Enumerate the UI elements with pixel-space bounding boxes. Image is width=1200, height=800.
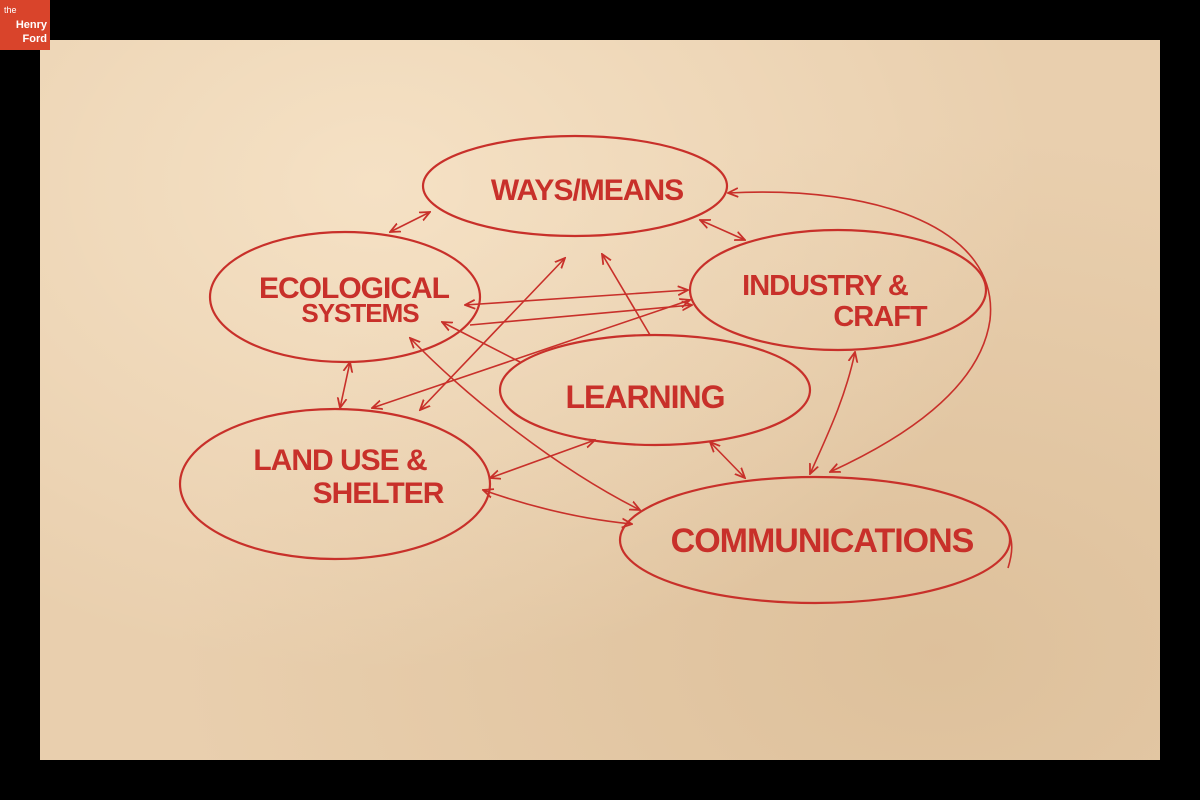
landuse-label-line1: LAND USE &	[253, 444, 427, 477]
ecological-label-line1: ECOLOGICAL	[259, 272, 450, 305]
link-ways-industry	[700, 220, 745, 240]
industry-label-line2: CRAFT	[833, 301, 928, 333]
ways-means-label: WAYS/MEANS	[491, 174, 683, 207]
ecological-label-line2: SYSTEMS	[301, 298, 419, 328]
link-landuse-learning	[490, 440, 595, 478]
learning-label: LEARNING	[565, 379, 724, 415]
link-learning-communications	[710, 442, 745, 478]
ways-means-ellipse	[421, 134, 729, 238]
henry-ford-logo: the Henry Ford	[0, 0, 50, 50]
link-ecological-industry-1	[465, 290, 688, 305]
logo-text-henry: Henry	[15, 19, 47, 31]
communications-label: COMMUNICATIONS	[671, 522, 974, 560]
link-ways-communications-loop	[728, 192, 992, 472]
communications-ellipse	[618, 475, 1012, 605]
link-industry-communications	[810, 352, 855, 474]
landuse-label-line2: SHELTER	[313, 477, 445, 510]
link-ways-ecological	[390, 212, 430, 232]
logo-text-the: the	[4, 5, 17, 15]
link-ecological-landuse	[340, 362, 350, 408]
link-ecological-communications	[410, 338, 640, 510]
logo-text-ford: Ford	[22, 33, 47, 45]
link-ecological-learning	[442, 322, 521, 363]
link-communications-tail	[1004, 524, 1013, 569]
link-landuse-communications	[483, 490, 632, 524]
industry-label-line1: INDUSTRY &	[742, 270, 909, 302]
link-learning-ways	[602, 254, 651, 336]
